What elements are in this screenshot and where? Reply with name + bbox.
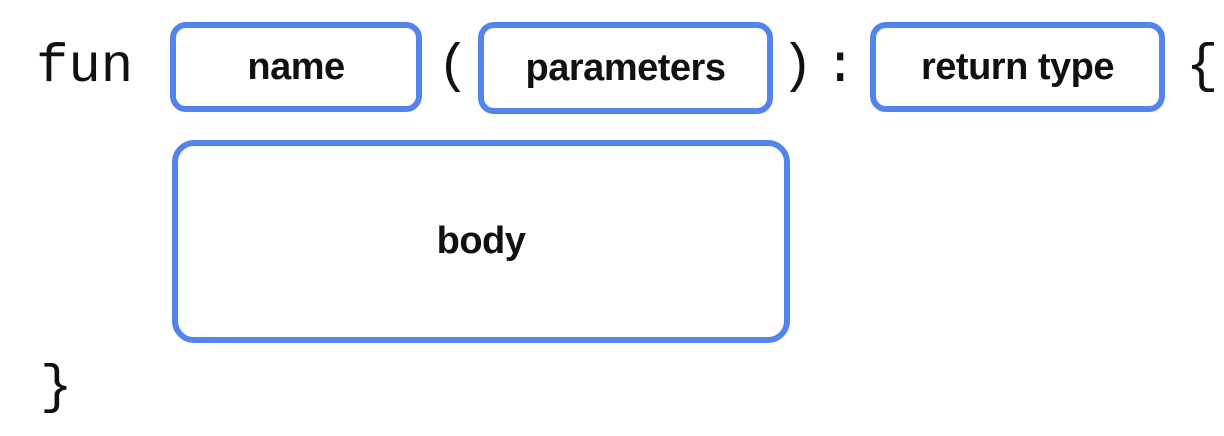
open-brace-token: { [1186,36,1219,98]
return-type-placeholder-label: return type [921,45,1114,88]
body-placeholder-label: body [436,220,526,262]
parameters-placeholder-label: parameters [525,46,726,89]
return-type-placeholder-box: return type [870,22,1165,112]
parameters-placeholder-box: parameters [478,22,773,114]
fun-keyword-token: fun [36,36,134,98]
name-placeholder-box: name [170,22,422,112]
body-placeholder-box: body [172,140,790,343]
colon-token: : [824,36,857,98]
close-paren-token: ) [781,36,814,98]
name-placeholder-label: name [247,45,345,88]
close-brace-token: } [40,357,73,419]
open-paren-token: ( [437,36,470,98]
